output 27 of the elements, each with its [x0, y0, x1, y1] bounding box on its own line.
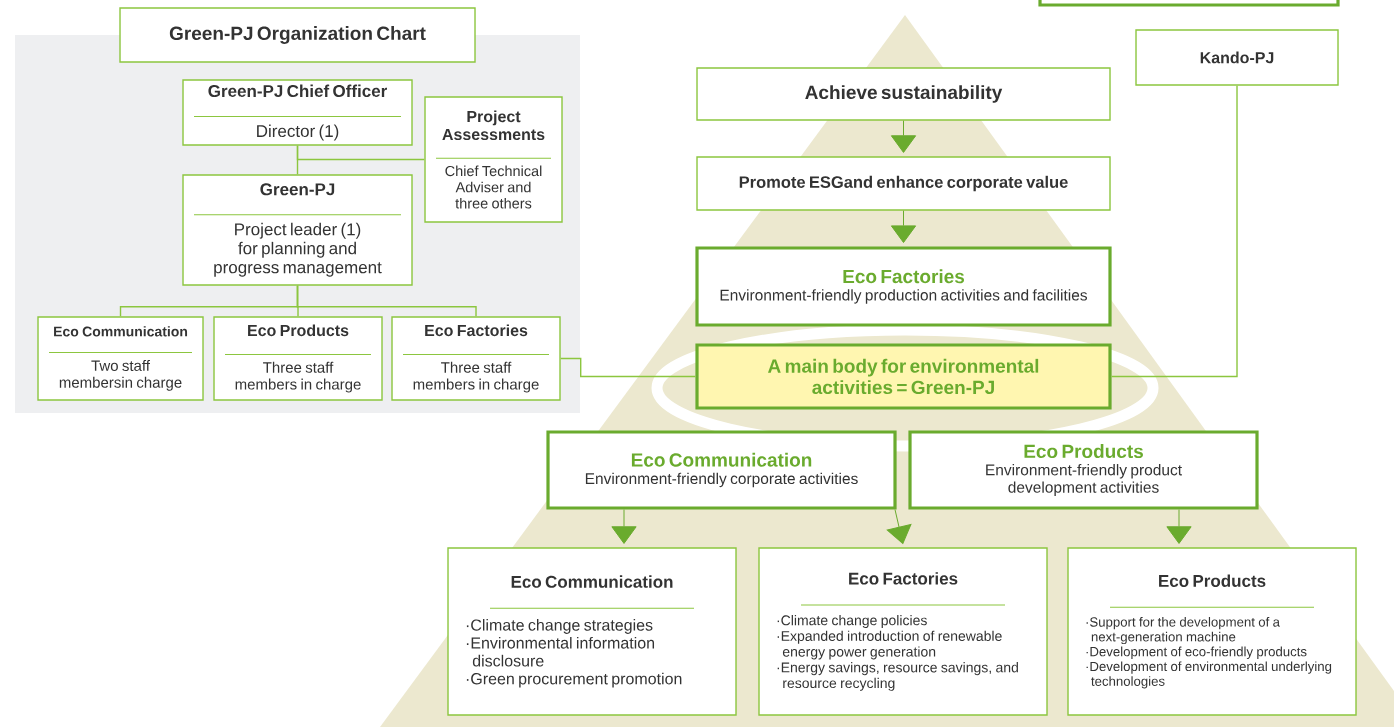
org-box: Eco Products Three staff members in charge [213, 316, 383, 401]
org-box: Eco Factories Three staff members in charge [391, 316, 561, 401]
project-box: Kando-PJ [1135, 29, 1339, 86]
arrow-triangle [1166, 509, 1192, 544]
org-box: Green-PJ Project leader (1) for planning and progress management [182, 174, 413, 286]
org-box: Eco Communication Two staff membersin charge [37, 316, 204, 401]
connector-line [296, 285, 477, 317]
arrow-triangle [611, 509, 637, 544]
pillar-box: Eco Communication Environment-friendly corporate activities [546, 430, 897, 510]
goal-box: Achieve sustainability [696, 67, 1111, 121]
main-body-box: A main body for environmental activities = Green-PJ [695, 343, 1112, 410]
org-box: Green-PJ Chief Officer Director (1) [182, 79, 413, 146]
pillar-box: Eco Factories Environment-friendly production activities and facilities [695, 246, 1112, 327]
arrow-triangle [890, 210, 917, 244]
connector-line [560, 357, 697, 378]
connector-line [296, 145, 425, 161]
connector-line [1110, 85, 1238, 378]
org-box: Project Assessments Chief Technical Adviser and three others [424, 96, 563, 223]
pillar-box: Eco Products Environment-friendly product development activities [908, 430, 1259, 510]
activity-box: Eco Products ·Support for the development of a next-generation machine ·Development of eco-friendly products ·Development of environmental underlying technologies [1067, 547, 1357, 716]
empty-box [1038, 0, 1340, 7]
activity-box: Eco Factories ·Climate change policies ·Expanded introduction of renewable energy power generation ·Energy savings, resource savings, and resource recycling [758, 547, 1048, 716]
goal-box: Promote ESGand enhance corporate value [696, 156, 1111, 211]
arrow-triangle [890, 120, 917, 153]
arrow-triangle [886, 509, 912, 544]
title-box: Green-PJ Organization Chart [119, 7, 476, 63]
activity-box: Eco Communication ·Climate change strategies ·Environmental information disclosure ·Green procurement promotion [447, 547, 737, 716]
